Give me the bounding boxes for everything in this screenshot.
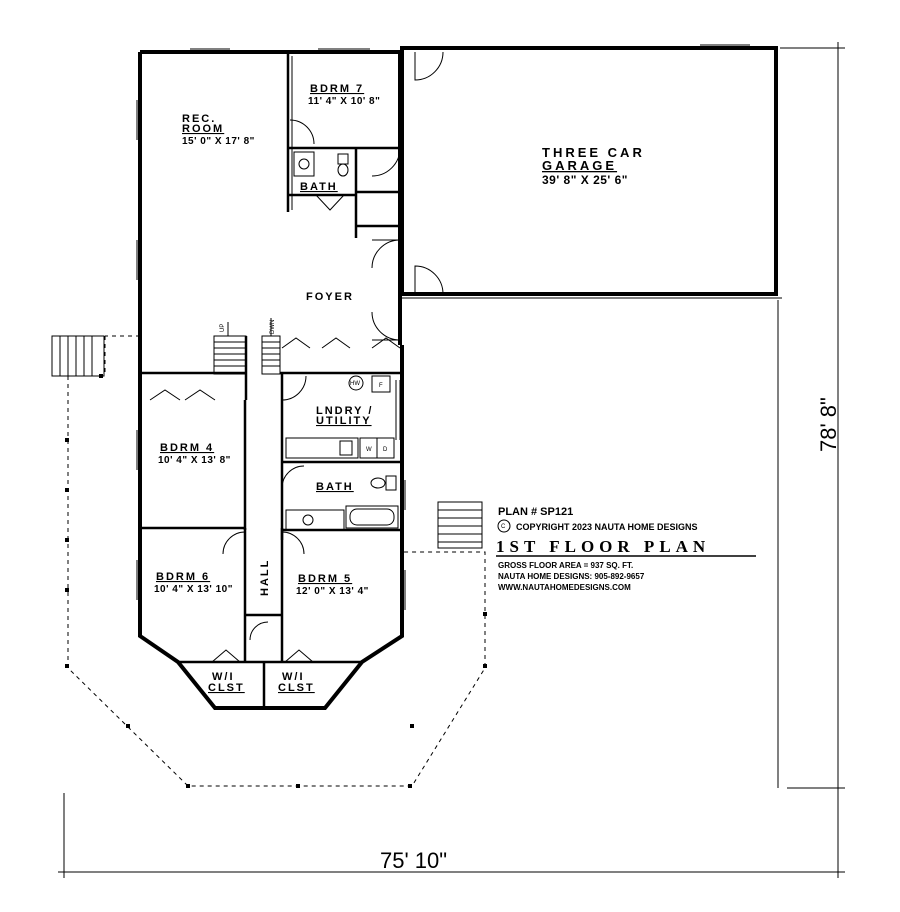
stair-down-label: DWN [270,320,276,334]
bdrm7-dims: 11' 4" X 10' 8" [308,96,380,107]
windows [136,44,750,610]
plan-number: PLAN # SP121 [498,506,573,518]
laundry-label-2: UTILITY [316,415,372,427]
dimension-lines [58,42,845,878]
water-heater-label: HW [350,381,360,387]
washer-label: W [366,447,372,453]
hall-label: HALL [259,559,271,596]
bdrm5-dims: 12' 0" X 13' 4" [296,586,369,597]
right-steps [437,501,483,549]
bdrm7-label: BDRM 7 [310,83,364,95]
exterior-walls [138,46,778,710]
porch-outline [51,335,487,788]
rec-room-dims: 15' 0" X 17' 8" [182,136,255,147]
foyer-label: FOYER [306,291,354,303]
overall-width: 75' 10" [380,848,447,873]
garage-dims: 39' 8" X 25' 6" [542,173,628,187]
laundry-label: LNDRY / [316,405,373,417]
bdrm4-dims: 10' 4" X 13' 8" [158,455,231,466]
garage-label-2: GARAGE [542,158,617,173]
website: WWW.NAUTAHOMEDESIGNS.COM [498,583,631,592]
right-wic-label-2: CLST [278,682,315,694]
staircase: UP DWN [213,318,281,400]
garage-label: THREE CAR [542,145,645,160]
gross-floor-area: GROSS FLOOR AREA = 937 SQ. FT. [498,561,633,570]
furnace-label: F [379,383,383,389]
title-block: PLAN # SP121 C COPYRIGHT 2023 NAUTA HOME… [496,506,756,592]
right-wic-label: W/I [282,671,305,683]
bdrm6-dims: 10' 4" X 13' 10" [154,584,233,595]
upper-bath-label: BATH [300,181,338,193]
water-heater [348,375,364,391]
copyright-symbol: C [501,524,506,530]
phone-number: NAUTA HOME DESIGNS: 905-892-9657 [498,572,645,581]
lower-bath-label: BATH [316,481,354,493]
rec-room-label: REC. [182,113,216,125]
doors [149,51,444,663]
copyright-icon [497,519,511,533]
dryer-label: D [383,447,388,453]
plan-title: 1ST FLOOR PLAN [496,537,710,556]
bdrm4-label: BDRM 4 [160,442,214,454]
left-steps [51,335,105,377]
rec-room-label-2: ROOM [182,123,224,135]
left-wic-label-2: CLST [208,682,245,694]
room-labels: REC. ROOM 15' 0" X 17' 8" BDRM 7 11' 4" … [154,83,645,694]
bdrm6-label: BDRM 6 [156,571,210,583]
copyright-text: COPYRIGHT 2023 NAUTA HOME DESIGNS [516,522,698,532]
fixtures: HW F W D [285,151,401,531]
overall-depth: 78' 8" [816,397,841,452]
bdrm5-label: BDRM 5 [298,573,352,585]
left-wic-label: W/I [212,671,235,683]
stair-up-label: UP [220,324,226,332]
